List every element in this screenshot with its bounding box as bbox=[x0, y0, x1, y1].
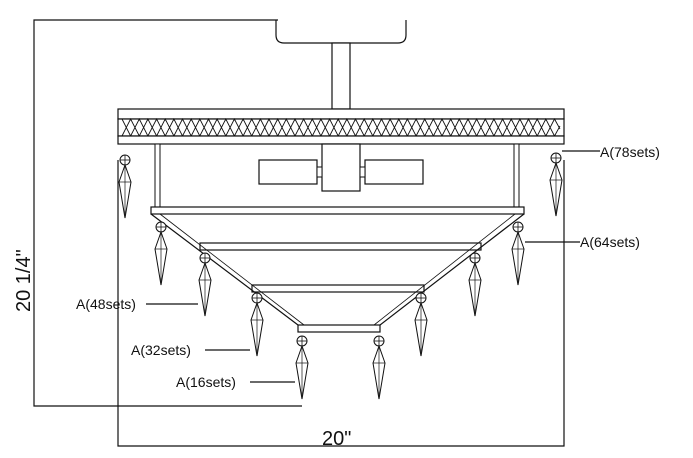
ceiling-canopy bbox=[275, 20, 407, 44]
light-sockets bbox=[258, 159, 424, 185]
width-dimension-label: 20" bbox=[322, 428, 352, 450]
crystal-label-tier5: A(16sets) bbox=[176, 374, 236, 390]
top-frame bbox=[117, 108, 565, 145]
tier-frames bbox=[150, 206, 525, 333]
crystal-label-tier1: A(78sets) bbox=[600, 144, 660, 160]
crystal-label-tier2: A(64sets) bbox=[580, 234, 640, 250]
crystal-label-tier4: A(32sets) bbox=[131, 342, 191, 358]
leader-lines bbox=[146, 150, 600, 383]
crystal-label-tier3: A(48sets) bbox=[76, 296, 136, 312]
down-rod bbox=[331, 42, 351, 110]
height-dimension-label: 20 1/4" bbox=[13, 249, 35, 312]
dimension-lines bbox=[33, 19, 565, 447]
support-rods bbox=[154, 143, 520, 208]
